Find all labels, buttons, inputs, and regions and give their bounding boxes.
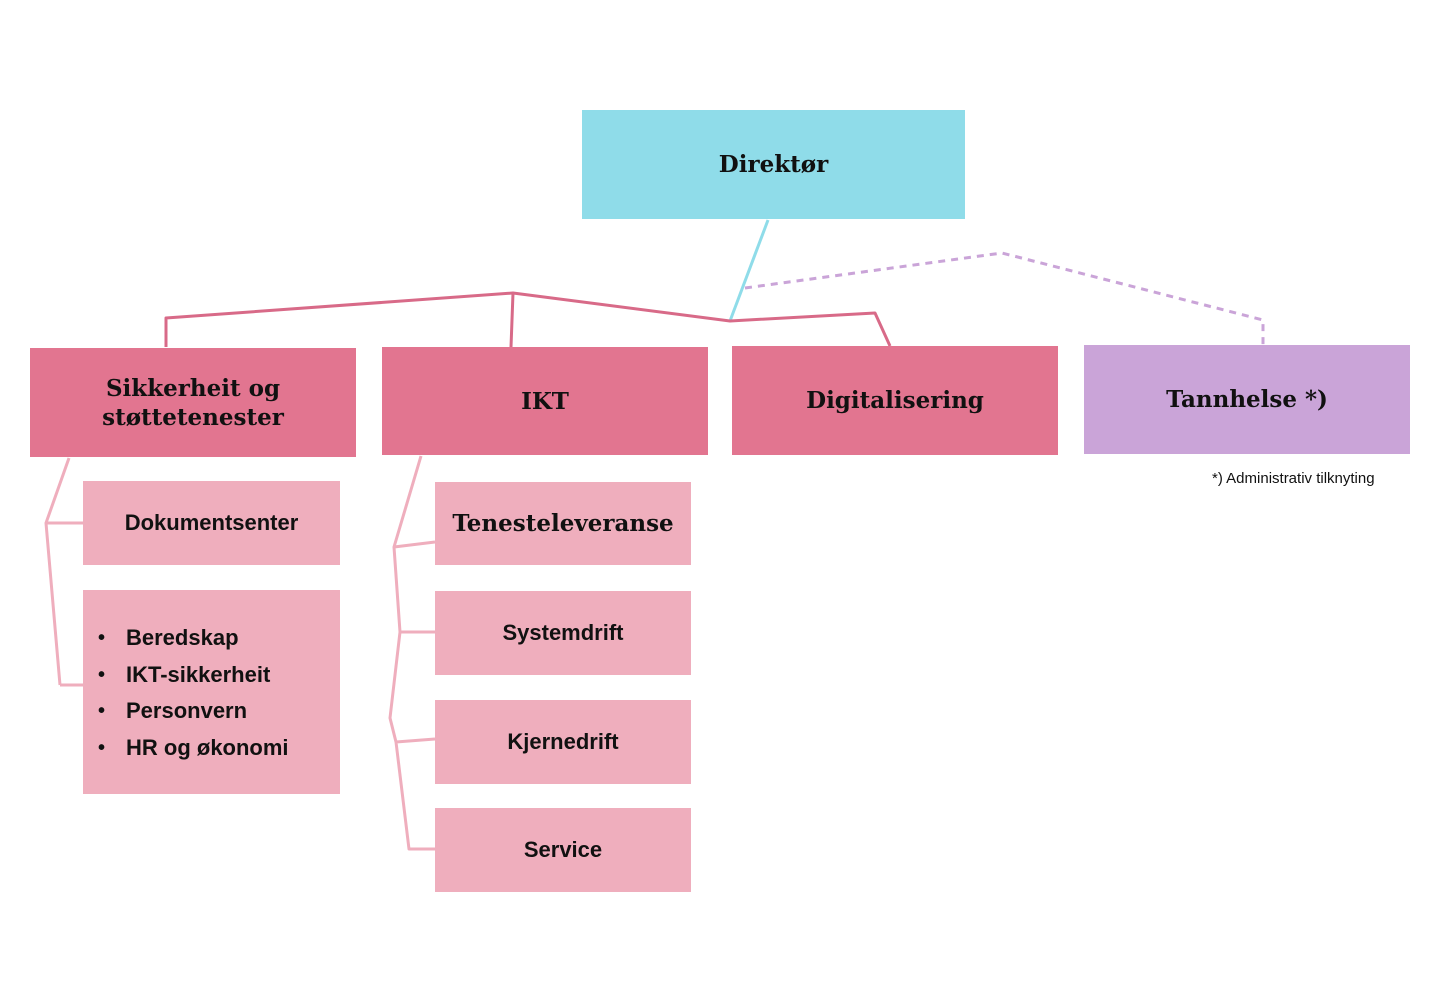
- unit-systemdrift-label: Systemdrift: [502, 620, 624, 645]
- dept-tannhelse-label: Tannhelse *): [1166, 386, 1328, 413]
- unit-bullet-item: IKT-sikkerheit: [98, 657, 289, 694]
- connector-sikkerheit-units: [44, 457, 84, 687]
- unit-bullet-item: Personvern: [98, 693, 289, 730]
- dept-tannhelse-box: Tannhelse *): [1084, 345, 1410, 454]
- unit-bullet-item: HR og økonomi: [98, 730, 289, 767]
- unit-dokumentsenter-box: Dokumentsenter: [83, 481, 340, 565]
- dept-sikkerheit-box: Sikkerheit og støttetenester: [30, 348, 356, 457]
- connector-admin-dashed: [744, 251, 1265, 345]
- dept-digitalisering-label: Digitalisering: [806, 387, 984, 414]
- connector-departments: [164, 291, 892, 348]
- unit-bullet-list: Beredskap IKT-sikkerheit Personvern HR o…: [98, 620, 289, 766]
- connector-director: [728, 219, 770, 322]
- unit-systemdrift-box: Systemdrift: [435, 591, 691, 675]
- connector-ikt-units: [388, 455, 436, 851]
- unit-service-box: Service: [435, 808, 691, 892]
- footnote-admin: *) Administrativ tilknyting: [1212, 470, 1375, 487]
- dept-sikkerheit-label-line2: støttetenester: [102, 403, 284, 431]
- unit-kjernedrift-box: Kjernedrift: [435, 700, 691, 784]
- unit-tenesteleveranse-box: Tenesteleveranse: [435, 482, 691, 565]
- director-label: Direktør: [718, 151, 829, 178]
- director-box: Direktør: [582, 110, 965, 219]
- unit-bullets-box: Beredskap IKT-sikkerheit Personvern HR o…: [83, 590, 340, 794]
- unit-kjernedrift-label: Kjernedrift: [507, 729, 619, 754]
- unit-tenesteleveranse-label: Tenesteleveranse: [452, 510, 674, 537]
- dept-digitalisering-box: Digitalisering: [732, 346, 1058, 455]
- dept-ikt-box: IKT: [382, 347, 708, 455]
- unit-bullet-item: Beredskap: [98, 620, 289, 657]
- dept-ikt-label: IKT: [521, 387, 569, 415]
- dept-sikkerheit-label-line1: Sikkerheit og: [105, 374, 281, 402]
- unit-service-label: Service: [523, 837, 603, 862]
- unit-dokumentsenter-label: Dokumentsenter: [124, 510, 299, 535]
